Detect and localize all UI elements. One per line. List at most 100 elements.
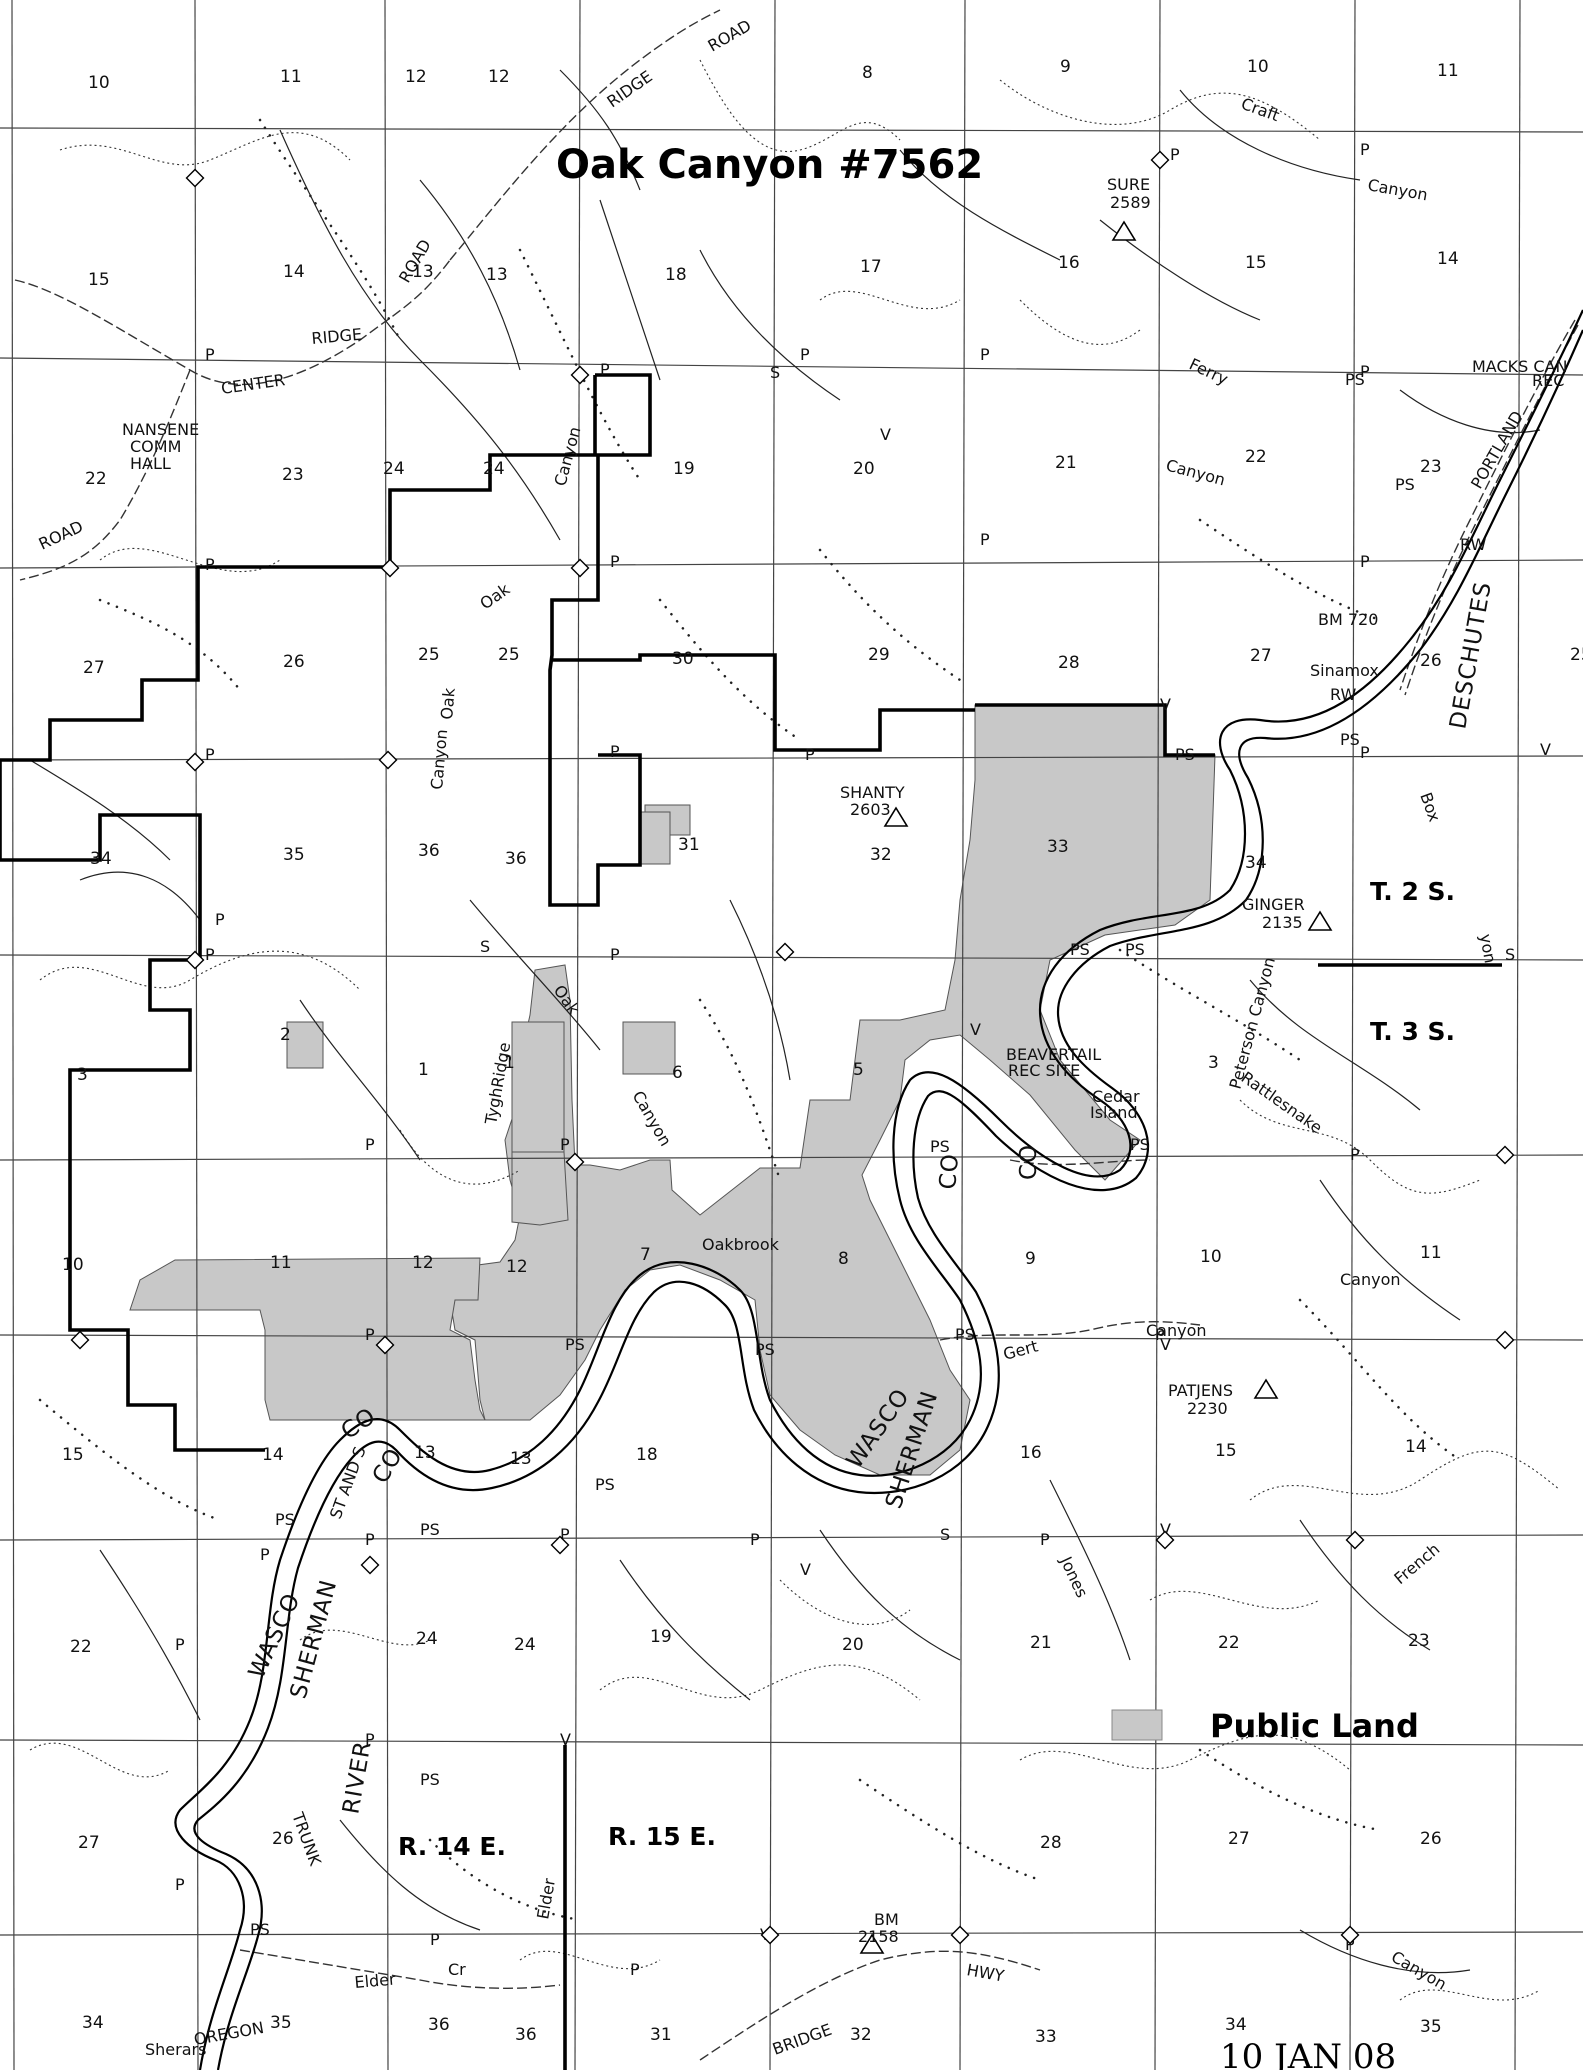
map-symbol-ps: PS bbox=[250, 1920, 270, 1939]
section-number: 24 bbox=[383, 459, 405, 479]
map-symbol-p: P bbox=[1155, 1325, 1165, 1344]
section-number: 26 bbox=[272, 1829, 294, 1849]
place-label-sure-elev: 2589 bbox=[1110, 193, 1151, 212]
section-corner-icon bbox=[570, 365, 590, 385]
section-line-vertical bbox=[1349, 0, 1356, 2070]
terrain-contours bbox=[29, 59, 1561, 2001]
section-number: 31 bbox=[678, 835, 700, 855]
section-number: 26 bbox=[1420, 651, 1442, 671]
map-symbol-ps: PS bbox=[1175, 745, 1195, 764]
date-stamp: 10 JAN 08 bbox=[1220, 2037, 1396, 2070]
section-number: 15 bbox=[62, 1445, 84, 1465]
public-land-parcel-2 bbox=[286, 1021, 324, 1069]
map-symbol-ps: PS bbox=[1395, 475, 1415, 494]
section-line-horizontal bbox=[0, 1154, 1583, 1161]
map-symbol-p: P bbox=[175, 1635, 185, 1654]
section-number: 35 bbox=[1420, 2017, 1442, 2037]
section-number: 24 bbox=[416, 1629, 438, 1649]
map-symbol-ps: PS bbox=[420, 1770, 440, 1789]
map-symbol-s: S bbox=[480, 937, 490, 956]
place-label-nansene: NANSENE bbox=[122, 420, 199, 439]
section-number: 19 bbox=[650, 1627, 672, 1647]
place-label-box: Box bbox=[1416, 790, 1444, 824]
place-label-canyon-ferry: Canyon bbox=[1164, 456, 1227, 490]
map-symbol-v: V bbox=[1160, 1335, 1171, 1354]
place-label-craft: Craft bbox=[1239, 94, 1282, 125]
section-line-vertical bbox=[769, 0, 776, 2070]
section-number: 11 bbox=[270, 1253, 292, 1273]
place-label-ferry: Ferry bbox=[1186, 354, 1231, 388]
section-number: 35 bbox=[270, 2013, 292, 2033]
map-symbol-v: V bbox=[1540, 740, 1551, 759]
section-number: 36 bbox=[428, 2015, 450, 2035]
place-label-island: Island bbox=[1090, 1103, 1138, 1122]
section-corner-icon bbox=[185, 168, 205, 188]
map-symbol-p: P bbox=[1360, 552, 1370, 571]
place-label-canyon-top: Canyon bbox=[1366, 175, 1429, 204]
map-symbol-v: V bbox=[1160, 1520, 1171, 1539]
section-number: 22 bbox=[85, 469, 107, 489]
map-symbol-s: S bbox=[940, 1525, 950, 1544]
section-number: 30 bbox=[672, 649, 694, 669]
map-symbol-p: P bbox=[205, 555, 215, 574]
map-symbol-p: P bbox=[980, 530, 990, 549]
section-corner-icon bbox=[1495, 1330, 1515, 1350]
section-corner-icon bbox=[950, 1925, 970, 1945]
place-label-shanty-elev: 2603 bbox=[850, 800, 891, 819]
section-line-vertical bbox=[574, 0, 581, 2070]
section-corner-icon bbox=[570, 558, 590, 578]
map-symbol-p: P bbox=[750, 1530, 760, 1549]
map-symbol-v: V bbox=[970, 1020, 981, 1039]
place-label-sinamox: Sinamox bbox=[1310, 661, 1379, 680]
map-symbol-s: S bbox=[770, 363, 780, 382]
map-symbol-p: P bbox=[610, 742, 620, 761]
place-label-bm2158: BM bbox=[874, 1910, 899, 1929]
public-land-parcel-6 bbox=[622, 1021, 676, 1075]
section-number: 35 bbox=[283, 845, 305, 865]
section-line-vertical bbox=[959, 0, 966, 2070]
section-number: 8 bbox=[838, 1249, 849, 1269]
section-corner-icon bbox=[565, 1152, 585, 1172]
section-number: 22 bbox=[1218, 1633, 1240, 1653]
map-symbol-p: P bbox=[1360, 743, 1370, 762]
section-number: 31 bbox=[650, 2025, 672, 2045]
shanty-triangle-icon bbox=[883, 806, 909, 827]
section-number: 13 bbox=[486, 265, 508, 285]
section-number: 36 bbox=[515, 2025, 537, 2045]
section-corner-icon bbox=[1340, 1925, 1360, 1945]
section-line-horizontal bbox=[0, 1334, 1583, 1341]
map-symbol-ps: PS bbox=[565, 1335, 585, 1354]
place-label-gert: Gert bbox=[1001, 1336, 1040, 1363]
section-number: 15 bbox=[88, 270, 110, 290]
map-symbol-p: P bbox=[1345, 1935, 1355, 1954]
map-symbol-ps: PS bbox=[1340, 730, 1360, 749]
map-symbol-v: V bbox=[560, 1730, 571, 1749]
section-number: 3 bbox=[1208, 1053, 1219, 1073]
map-symbol-p: P bbox=[365, 1135, 375, 1154]
section-number: 18 bbox=[636, 1445, 658, 1465]
place-label-comm: COMM bbox=[130, 437, 181, 456]
section-line-horizontal bbox=[0, 1534, 1583, 1541]
section-number: 14 bbox=[1405, 1437, 1427, 1457]
place-name-labels: NANSENECOMMHALLROADROADROADRIDGECENTERRI… bbox=[36, 16, 1568, 2059]
section-number: 34 bbox=[1225, 2015, 1247, 2035]
place-label-beavertail: BEAVERTAIL bbox=[1006, 1045, 1101, 1064]
public-land-parcel-31b bbox=[639, 811, 671, 865]
section-number: 10 bbox=[1200, 1247, 1222, 1267]
section-number: 34 bbox=[90, 849, 112, 869]
section-corner-icon bbox=[185, 950, 205, 970]
map-symbol-p: P bbox=[1350, 1145, 1360, 1164]
section-number: 25 bbox=[498, 645, 520, 665]
place-label-hwy: HWY bbox=[965, 1960, 1006, 1985]
map-labels: Oak Canyon #7562 T. 2 S. T. 3 S. R. 14 E… bbox=[398, 142, 1455, 2070]
place-label-elder-b: Elder bbox=[533, 1876, 559, 1920]
map-symbol-rw: RW bbox=[1330, 685, 1356, 704]
legend-swatch bbox=[1111, 1709, 1163, 1741]
range-label-r15e: R. 15 E. bbox=[608, 1822, 716, 1851]
section-line-horizontal bbox=[0, 1739, 1583, 1746]
section-number: 11 bbox=[1437, 61, 1459, 81]
section-corner-icon bbox=[375, 1335, 395, 1355]
public-land-block-east bbox=[449, 704, 1216, 1476]
place-label-co-a: CO bbox=[935, 1152, 964, 1190]
section-number: 27 bbox=[1228, 1829, 1250, 1849]
